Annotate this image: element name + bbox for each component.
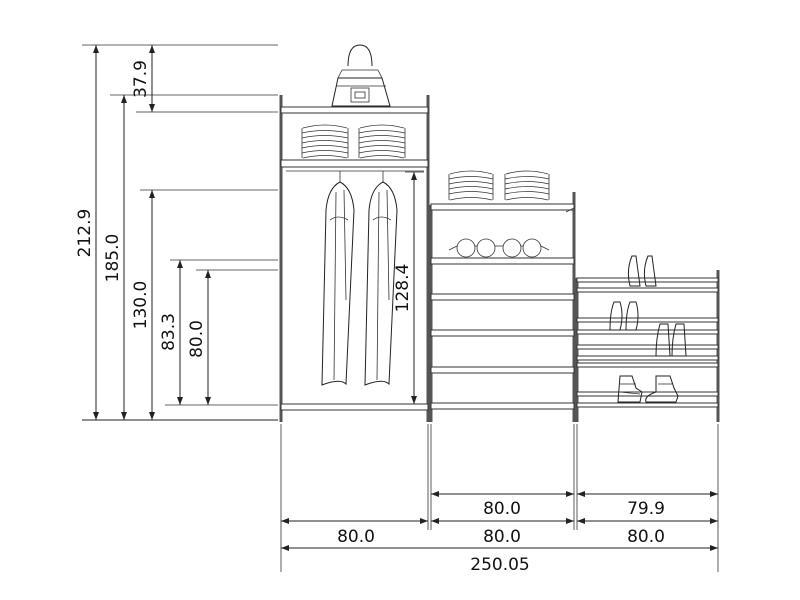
high-heel-icon bbox=[655, 323, 687, 357]
hanging-coat-icon bbox=[321, 171, 398, 386]
dimension-unit2-upper: 80.0 bbox=[431, 491, 574, 519]
dim-label-80-0-vertical: 80.0 bbox=[187, 320, 207, 358]
shelf-unit-middle bbox=[429, 170, 576, 422]
folded-clothes-icon bbox=[301, 124, 406, 159]
handbag-icon bbox=[331, 44, 391, 107]
dimension-37-9: 37.9 bbox=[131, 45, 155, 112]
dim-label-128-4: 128.4 bbox=[393, 264, 413, 313]
dimension-80-0-vertical: 80.0 bbox=[187, 270, 211, 405]
dim-label-unit3-lower: 80.0 bbox=[627, 527, 665, 547]
wardrobe-unit-hanging: 128.4 bbox=[279, 44, 430, 422]
dimension-185-0: 185.0 bbox=[103, 95, 127, 420]
shoe-rack-unit bbox=[575, 255, 720, 422]
dimension-unit1: 80.0 bbox=[281, 518, 428, 547]
dim-label-130-0: 130.0 bbox=[131, 281, 151, 330]
dimension-unit3-upper: 79.9 bbox=[577, 491, 718, 519]
dim-label-37-9: 37.9 bbox=[131, 60, 151, 98]
dimension-overall: 250.05 bbox=[281, 545, 718, 575]
sneaker-icon bbox=[617, 375, 643, 403]
dim-label-unit2-upper: 80.0 bbox=[483, 499, 521, 519]
folded-clothes-icon bbox=[448, 170, 550, 201]
sneaker-icon bbox=[645, 375, 679, 403]
dimension-128-4: 128.4 bbox=[393, 171, 424, 405]
dimension-83-3: 83.3 bbox=[159, 260, 183, 405]
dim-label-185-0: 185.0 bbox=[103, 234, 123, 283]
high-heel-icon bbox=[609, 301, 639, 331]
dim-label-unit2-lower: 80.0 bbox=[483, 527, 521, 547]
dim-label-unit1: 80.0 bbox=[337, 527, 375, 547]
dim-label-83-3: 83.3 bbox=[159, 313, 179, 351]
glasses-icon bbox=[448, 238, 550, 258]
dimension-212-9: 212.9 bbox=[75, 45, 99, 420]
horizontal-dimension-group: 80.0 79.9 80.0 80.0 80.0 bbox=[280, 424, 719, 575]
dim-label-unit3-upper: 79.9 bbox=[627, 499, 665, 519]
dim-label-212-9: 212.9 bbox=[75, 209, 95, 258]
vertical-dimension-group: 212.9 185.0 130.0 83.3 80.0 bbox=[75, 44, 278, 421]
dimension-unit2-lower: 80.0 bbox=[431, 518, 574, 547]
dim-label-overall: 250.05 bbox=[470, 555, 529, 575]
dimension-130-0: 130.0 bbox=[131, 190, 155, 420]
dimension-unit3-lower: 80.0 bbox=[577, 518, 718, 547]
high-heel-icon bbox=[627, 255, 657, 287]
